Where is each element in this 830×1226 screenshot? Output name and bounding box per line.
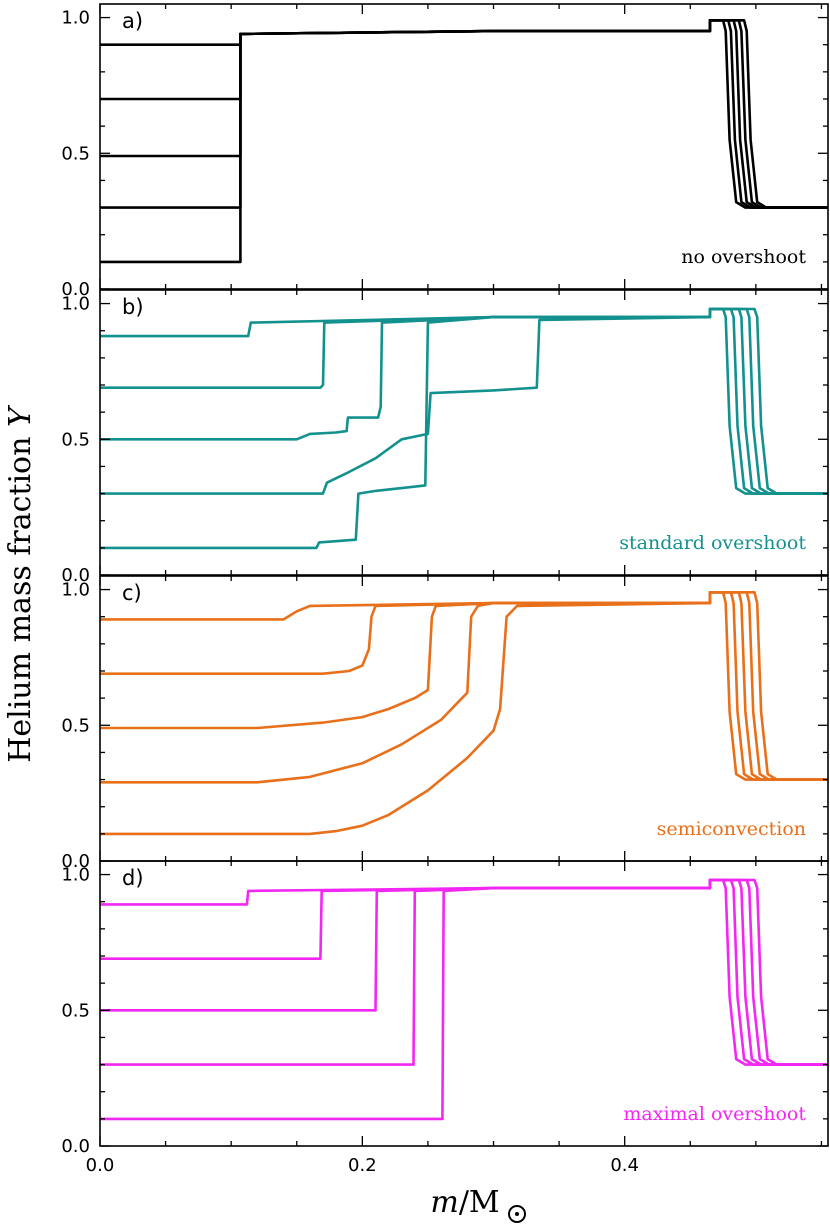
- panel-frame: [99, 3, 829, 290]
- x-tick-label: 0.0: [86, 1155, 115, 1176]
- panel-annotation: standard overshoot: [619, 532, 806, 554]
- y-tick-label: 1.0: [61, 580, 90, 601]
- y-axis-title-main: Helium mass fraction: [3, 427, 38, 763]
- series-line-5: [100, 878, 828, 1121]
- y-tick-label: 0.5: [61, 429, 90, 450]
- series-line-2: [100, 878, 828, 1066]
- panel-frame: [99, 289, 829, 576]
- x-axis-title-text: m/M: [430, 1185, 499, 1220]
- series-line-5: [100, 307, 828, 550]
- y-axis-title: Helium mass fraction Y: [3, 404, 38, 763]
- series-group: [100, 307, 828, 550]
- series-line-1: [100, 307, 828, 495]
- panels-container: 0.0 0.5 1.0 a) no overshoot 0.0 0.5 1.0 b) standa…: [61, 3, 829, 1176]
- y-tick-label: 1.0: [61, 8, 90, 29]
- x-axis-title: m/M: [430, 1185, 526, 1223]
- x-axis-title-rest: /M: [459, 1185, 500, 1220]
- series-line-3: [100, 878, 828, 1066]
- panel-annotation: maximal overshoot: [623, 1103, 806, 1125]
- panel-letter: a): [122, 9, 143, 33]
- series-line-4: [100, 307, 828, 495]
- panel-letter: b): [122, 295, 144, 319]
- y-tick-label: 0.5: [61, 715, 90, 736]
- series-line-5: [100, 19, 828, 264]
- y-tick-label: 1.0: [61, 294, 90, 315]
- y-tick-label: 0.0: [61, 1136, 90, 1157]
- x-axis-title-m: m: [430, 1185, 458, 1220]
- series-line-4: [100, 19, 828, 209]
- panel-letter: d): [122, 866, 144, 890]
- series-line-3: [100, 307, 828, 495]
- panel-frame: [99, 860, 829, 1147]
- y-axis-title-symbol: Y: [3, 404, 38, 427]
- y-tick-label: 0.0: [61, 565, 90, 586]
- series-line-4: [100, 878, 828, 1066]
- series-line-3: [100, 19, 828, 209]
- panel-annotation: semiconvection: [657, 818, 806, 840]
- series-line-1: [100, 591, 828, 781]
- series-group: [100, 591, 828, 836]
- series-line-4: [100, 591, 828, 784]
- series-line-2: [100, 19, 828, 209]
- solar-symbol-icon: [508, 1205, 526, 1223]
- x-tick-label: 0.4: [610, 1155, 639, 1176]
- series-group: [100, 878, 828, 1121]
- panel-a: 0.0 0.5 1.0 a) no overshoot: [61, 3, 829, 300]
- panel-annotation: no overshoot: [681, 246, 806, 268]
- series-line-1: [100, 19, 828, 209]
- panel-b: 0.0 0.5 1.0 b) standard overshoot: [61, 289, 829, 586]
- y-tick-label: 0.0: [61, 279, 90, 300]
- series-line-5: [100, 591, 828, 836]
- series-line-1: [100, 878, 828, 1066]
- series-line-3: [100, 591, 828, 781]
- y-tick-label: 0.5: [61, 143, 90, 164]
- y-tick-label: 0.5: [61, 1000, 90, 1021]
- series-group: [100, 19, 828, 264]
- y-tick-label: 0.0: [61, 851, 90, 872]
- panel-letter: c): [122, 581, 142, 605]
- panel-c: 0.0 0.5 1.0 c) semiconvection: [61, 575, 829, 872]
- x-tick-label: 0.2: [348, 1155, 377, 1176]
- panel-d: 0.0 0.5 1.0 0.0 0.2 0.4 d) maximal overshoot: [61, 860, 829, 1176]
- y-tick-label: 1.0: [61, 865, 90, 886]
